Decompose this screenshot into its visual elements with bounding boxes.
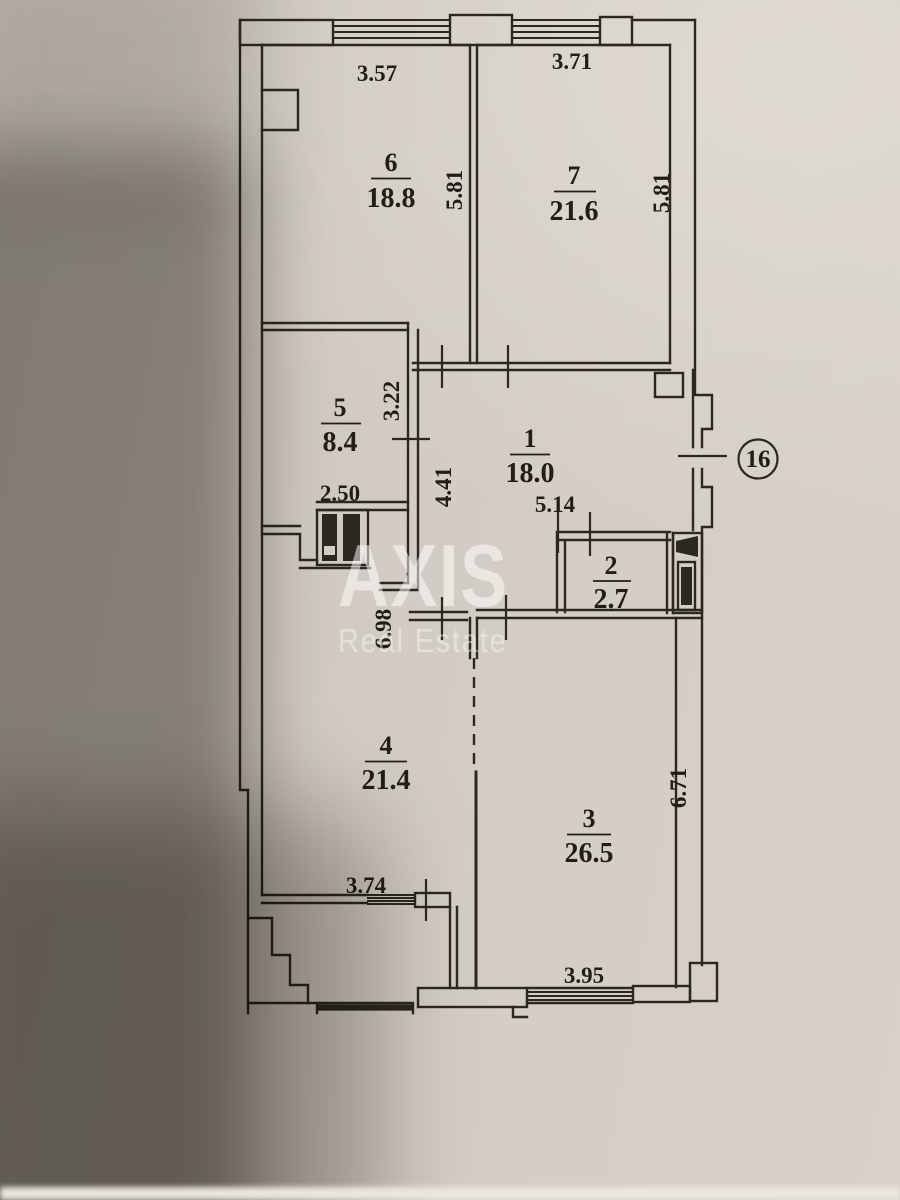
riser-box [315,508,370,567]
riser-bar-gap [324,546,335,555]
dim-room6-width: 3.57 [357,61,397,86]
dim-hall-depth: 4.41 [431,467,456,507]
wall-room5-top [260,321,410,332]
room-number: 2 [605,551,618,580]
room-label-3: 3 26.5 [565,804,614,869]
wall-room2 [555,530,675,615]
wall-partition-6-7 [468,43,479,365]
room-number: 6 [385,148,398,177]
unit-number-badge: 16 [737,438,779,480]
room-number: 7 [568,161,581,190]
wall-pilaster [260,88,300,132]
room-number: 4 [380,731,393,760]
dim-room4-depth: 6.98 [371,609,396,649]
walls [238,13,719,1019]
room-number: 1 [524,424,537,453]
dim-room7-width: 3.71 [552,49,592,74]
window-room3 [527,991,633,1001]
dim-room5-opening: 3.22 [379,381,404,421]
unit-number: 16 [746,446,771,473]
labels: 3.57 3.71 5.81 5.81 3.22 4.41 5.14 2.50 … [320,49,779,988]
wall-stub-balcony-door [413,891,452,909]
paper-edge-highlight [0,1187,900,1200]
room-label-5: 5 8.4 [321,393,361,458]
room-area: 8.4 [323,427,358,458]
room-area: 2.7 [594,584,629,615]
dim-room7-depth: 5.81 [649,173,674,213]
wall-hall-bottom [408,608,704,622]
shaft-bar [681,567,692,605]
wall-block-top-right [598,15,634,47]
wall-hall-top [411,361,672,372]
wall-block-top-mid [448,13,514,47]
riser-fills [322,514,698,605]
room-area: 18.8 [367,183,416,214]
wall-block-top-left [238,18,335,47]
room-label-2: 2 2.7 [593,551,631,615]
door-ticks [392,345,727,921]
shaft-wedge [676,536,698,557]
dim-room3-depth: 6.71 [666,768,691,808]
wall-block-bottom-right [631,984,692,1004]
window-room4 [367,894,415,905]
wall-block-bottom-center [416,986,529,1009]
duct-box [653,371,685,399]
room-number: 5 [334,393,347,422]
window-balcony [317,1004,413,1011]
wall-block-corner [688,961,719,1003]
shaft-inner [676,560,697,612]
room-label-1: 1 18.0 [506,424,555,489]
dim-room6-depth: 5.81 [442,170,467,210]
room-label-4: 4 21.4 [362,731,411,796]
room-area: 18.0 [506,458,555,489]
room-number: 3 [583,804,596,833]
room-label-7: 7 21.6 [550,161,599,227]
wall-steps [248,916,310,1005]
dim-hall-width: 5.14 [535,492,576,517]
riser-bar-right [343,514,360,561]
dim-room3-width: 3.95 [564,963,604,988]
room-area: 26.5 [565,838,614,869]
room-area: 21.6 [550,196,599,227]
room-label-6: 6 18.8 [367,148,416,214]
dim-niche-width: 2.50 [320,481,360,506]
window-room6 [333,19,450,39]
room-area: 21.4 [362,765,411,796]
window-room7 [512,19,600,39]
dim-balcony-width: 3.74 [346,873,387,898]
shaft-box [671,531,704,615]
